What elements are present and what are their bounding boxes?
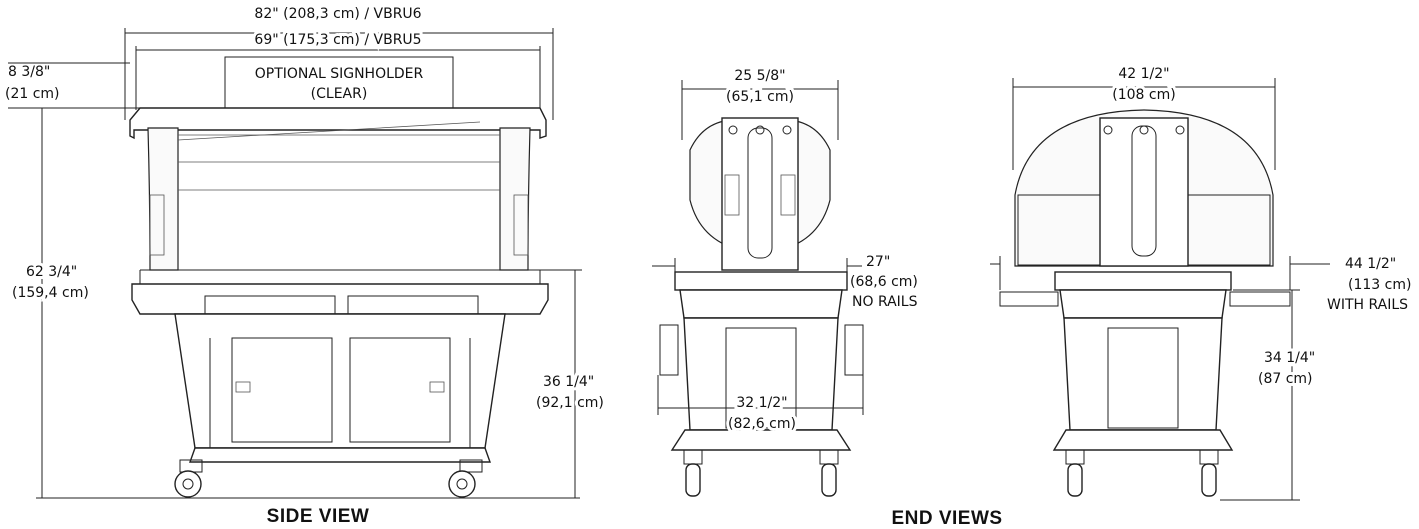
end1-cart-drawing bbox=[659, 117, 864, 497]
side-length-vbru6: 82" (208,3 cm) / VBRU6 bbox=[254, 6, 421, 22]
end-view-2: 42 1/2" (108 cm) bbox=[990, 66, 1411, 501]
side-height-dimensions bbox=[8, 62, 582, 499]
end2-width-cm: (113 cm) bbox=[1348, 277, 1411, 293]
side-cart-drawing bbox=[129, 107, 549, 498]
counter-height-cm: (92,1 cm) bbox=[536, 395, 604, 411]
end1-top-width-cm: (65,1 cm) bbox=[726, 89, 794, 105]
end2-cart-drawing bbox=[999, 109, 1291, 497]
end2-top-width-dimension bbox=[1012, 78, 1276, 170]
signholder-height-cm: (21 cm) bbox=[5, 86, 60, 102]
end-view-1: 25 5/8" (65,1 cm) bbox=[652, 68, 918, 497]
signholder-label-2: (CLEAR) bbox=[311, 86, 368, 102]
total-height-in: 62 3/4" bbox=[26, 264, 77, 280]
end1-base-width-dimension bbox=[657, 375, 864, 415]
total-height-cm: (159,4 cm) bbox=[12, 285, 89, 301]
side-view: 82" (208,3 cm) / VBRU6 69" (175,3 cm) / … bbox=[5, 6, 607, 527]
counter-height-in: 36 1/4" bbox=[543, 374, 594, 390]
side-length-vbru5: 69" (175,3 cm) / VBRU5 bbox=[254, 32, 421, 48]
side-wheel-left bbox=[174, 459, 203, 498]
end1-width-note: NO RAILS bbox=[852, 294, 918, 310]
end2-width-in: 44 1/2" bbox=[1345, 256, 1396, 272]
signholder-height-in: 8 3/8" bbox=[8, 64, 50, 80]
end1-width-in: 27" bbox=[866, 254, 890, 270]
end1-width-dimension bbox=[652, 258, 862, 275]
end2-width-note: WITH RAILS bbox=[1327, 297, 1408, 313]
end-views-title: END VIEWS bbox=[891, 508, 1002, 529]
end2-height-dimension bbox=[1220, 289, 1300, 501]
end2-height-cm: (87 cm) bbox=[1258, 371, 1313, 387]
side-length-dimensions bbox=[124, 28, 554, 120]
end1-top-width-dimension bbox=[681, 80, 839, 140]
end1-width-cm: (68,6 cm) bbox=[850, 274, 918, 290]
end2-top-width-cm: (108 cm) bbox=[1112, 87, 1175, 103]
signholder-label-1: OPTIONAL SIGNHOLDER bbox=[255, 66, 424, 82]
end2-top-width-in: 42 1/2" bbox=[1118, 66, 1169, 82]
end1-top-width-in: 25 5/8" bbox=[734, 68, 785, 84]
end1-base-width-in: 32 1/2" bbox=[736, 395, 787, 411]
end2-width-dimension bbox=[990, 256, 1330, 290]
side-wheel-right bbox=[448, 459, 483, 498]
side-view-title: SIDE VIEW bbox=[267, 506, 370, 527]
end1-base-width-cm: (82,6 cm) bbox=[728, 416, 796, 432]
end2-height-in: 34 1/4" bbox=[1264, 350, 1315, 366]
